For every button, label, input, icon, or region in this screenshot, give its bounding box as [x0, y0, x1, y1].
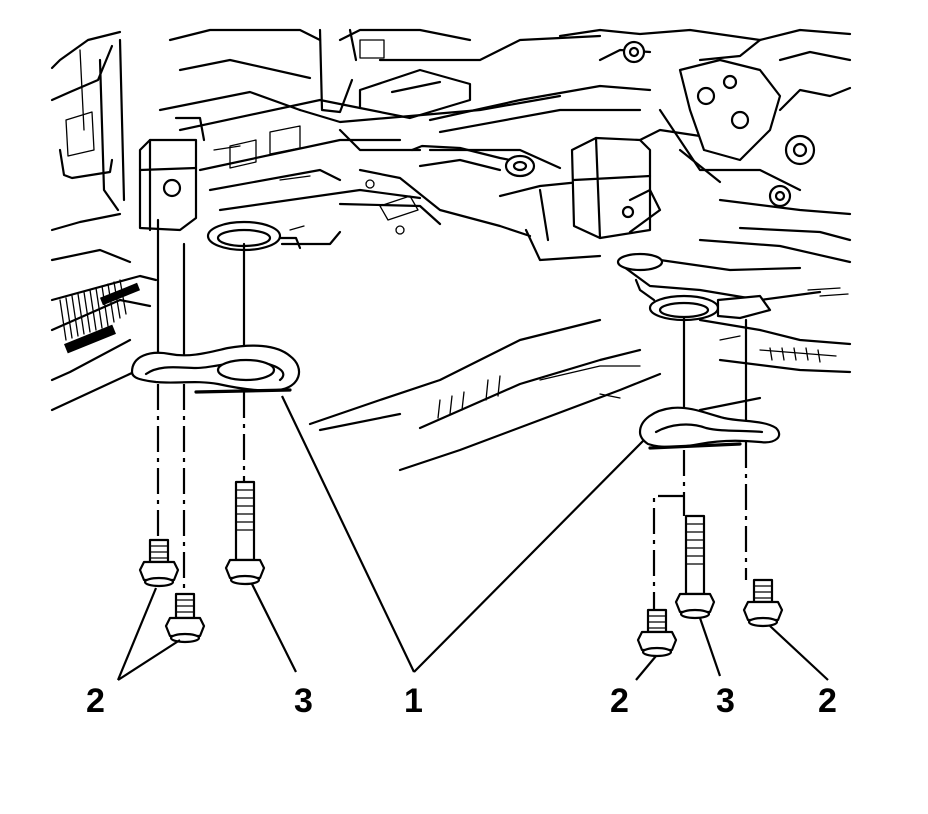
- callout-long-bolt-right: 3: [716, 682, 735, 720]
- leader-1-right: [413, 439, 645, 673]
- callout-long-bolt-left: 3: [294, 682, 313, 720]
- right-mount-assembly: [616, 252, 784, 658]
- vehicle-underbody: [50, 28, 852, 472]
- leader-lines: [116, 395, 829, 681]
- leader-2-left-a: [116, 587, 158, 681]
- callout-bolt-right-a: 2: [610, 682, 629, 720]
- right-long-bolt: [674, 514, 716, 620]
- callout-bolt-right-b: 2: [818, 682, 837, 720]
- left-short-bolt-1: [138, 538, 180, 588]
- right-short-bolt-1: [636, 608, 678, 658]
- left-long-bolt: [224, 480, 266, 586]
- right-retainer-plate: [638, 406, 781, 449]
- leader-1-left: [281, 395, 415, 673]
- leader-2-right-b: [769, 625, 829, 681]
- leader-3-right: [698, 617, 722, 677]
- left-mount-assembly: [130, 218, 342, 644]
- callout-retainer-plate: 1: [404, 682, 423, 720]
- leader-2-right-a: [635, 655, 657, 681]
- leader-2-left-b: [117, 639, 181, 681]
- leader-3-left: [251, 583, 297, 673]
- right-short-bolt-2: [742, 578, 784, 628]
- left-short-bolt-2: [164, 592, 206, 644]
- callout-bolt-left: 2: [86, 682, 105, 720]
